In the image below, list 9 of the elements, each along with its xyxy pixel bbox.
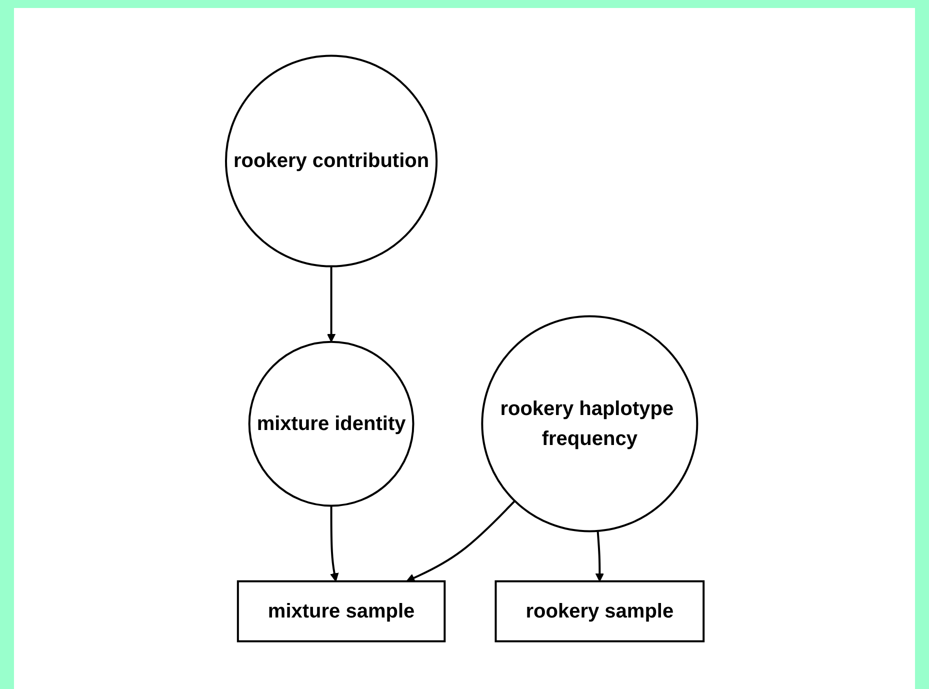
arrow bbox=[406, 500, 516, 582]
arrow bbox=[594, 530, 604, 582]
node-circle: rookery haplotype frequency bbox=[480, 315, 698, 532]
node-circle: mixture identity bbox=[248, 340, 414, 507]
node-box: rookery sample bbox=[494, 580, 704, 642]
arrow bbox=[330, 506, 338, 582]
arrow bbox=[326, 266, 336, 342]
node-circle: rookery contribution bbox=[224, 54, 438, 268]
node-box: mixture sample bbox=[236, 580, 446, 642]
